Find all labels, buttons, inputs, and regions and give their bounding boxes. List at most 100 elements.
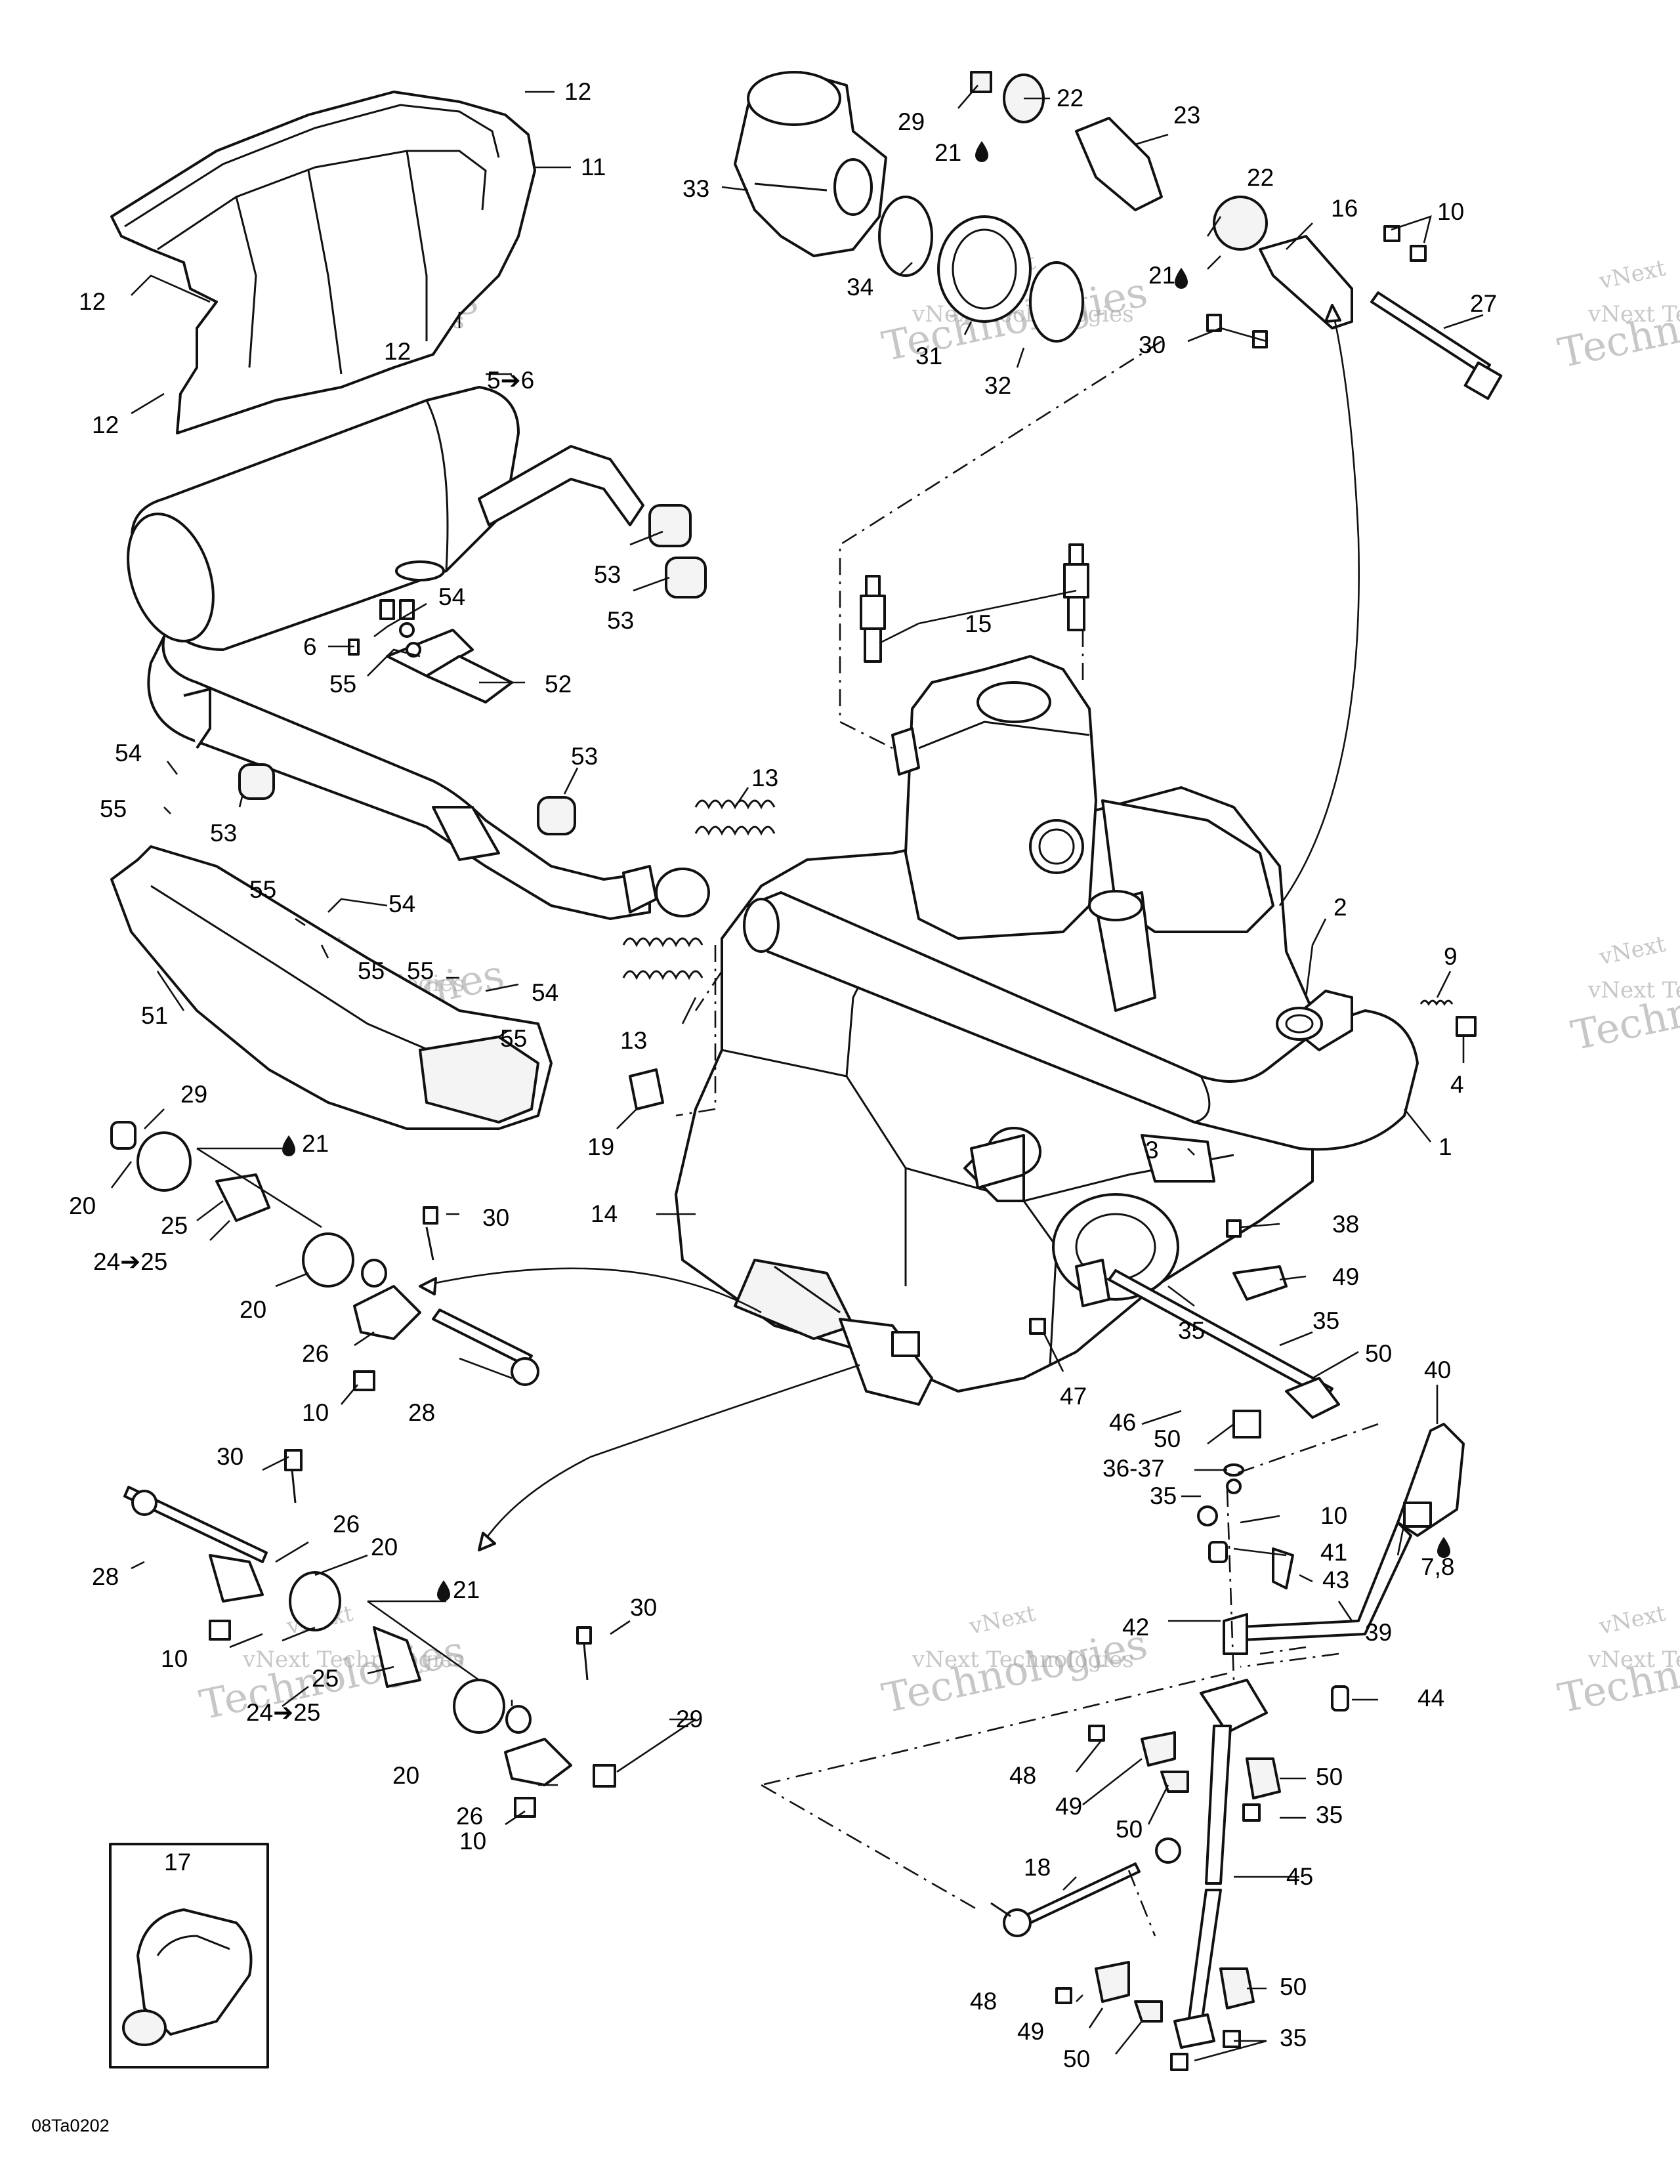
callout-12: 12 (79, 288, 106, 315)
callout-53: 53 (607, 607, 634, 634)
callout-25: 25 (312, 1665, 339, 1692)
gasket-studs (1276, 999, 1477, 1041)
callout-41: 41 (1320, 1539, 1347, 1566)
watermark-text: vNext Technologies (1587, 977, 1680, 1003)
callout-10: 10 (302, 1399, 329, 1426)
callout-21: 21 (302, 1130, 329, 1157)
callout-13: 13 (751, 765, 778, 791)
callout-55: 55 (358, 957, 385, 984)
spark-plugs (860, 543, 1089, 663)
callout-16: 16 (1331, 195, 1358, 222)
callout-21: 21 (934, 139, 961, 166)
callout-43: 43 (1322, 1566, 1349, 1593)
callout-52: 52 (545, 671, 572, 698)
muffler (127, 386, 644, 651)
callout-13: 13 (620, 1027, 647, 1054)
callout-48: 48 (1009, 1762, 1036, 1789)
callout-51: 51 (141, 1002, 168, 1029)
callout-38: 38 (1332, 1211, 1359, 1238)
callout-36-37: 36-37 (1102, 1455, 1165, 1482)
callout-44: 44 (1418, 1685, 1444, 1712)
callout-50: 50 (1154, 1425, 1181, 1452)
callout-48: 48 (970, 1988, 997, 2015)
bracket-plate (348, 599, 513, 704)
callout-24-25: 24➔25 (246, 1699, 320, 1726)
callout-54: 54 (115, 740, 142, 766)
callout-12: 12 (92, 411, 119, 438)
callout-35: 35 (1150, 1482, 1177, 1509)
callout-30: 30 (1139, 331, 1166, 358)
callout-53: 53 (571, 743, 598, 770)
callout-55: 55 (329, 671, 356, 698)
callout-35: 35 (1178, 1317, 1205, 1344)
callout-34: 34 (847, 274, 873, 301)
engine-bracket-top (1206, 225, 1503, 400)
drop-icons (282, 141, 1450, 1601)
callout-55: 55 (407, 957, 434, 984)
callout-25: 25 (161, 1212, 188, 1239)
lower-brackets (1055, 1961, 1255, 2071)
callout-21: 21 (1148, 262, 1175, 289)
callout-29: 29 (180, 1081, 207, 1108)
callout-10: 10 (1320, 1502, 1347, 1529)
link-rod (990, 1838, 1181, 1937)
callout-10: 10 (1437, 198, 1464, 225)
watermark-text: Technologies (878, 1620, 1152, 1723)
callout-26: 26 (333, 1511, 360, 1538)
callout-54: 54 (388, 891, 415, 917)
callout-50: 50 (1063, 2046, 1090, 2072)
callout-27: 27 (1470, 290, 1497, 317)
callout-33: 33 (682, 175, 709, 202)
clamp (629, 1068, 664, 1110)
callout-10: 10 (459, 1828, 486, 1855)
drop-icon (975, 141, 988, 162)
engine-mount-left (110, 1121, 539, 1391)
callout-1: 1 (1438, 1133, 1452, 1160)
callout-55: 55 (500, 1025, 527, 1052)
callout-17: 17 (164, 1849, 191, 1876)
assembly-lines (675, 340, 1379, 1937)
callout-4: 4 (1450, 1071, 1464, 1098)
callout-49: 49 (1332, 1263, 1359, 1290)
callout-2: 2 (1334, 894, 1347, 921)
watermark-text: vNext Technologies (1587, 1647, 1680, 1673)
callout-45: 45 (1286, 1863, 1313, 1890)
callout-30: 30 (630, 1594, 657, 1621)
leader-lines (110, 85, 1484, 2062)
exhaust-pipe (147, 635, 710, 920)
rubber-mounts (238, 504, 707, 835)
callout-14: 14 (591, 1200, 618, 1227)
callout-28: 28 (408, 1399, 435, 1426)
callout-50: 50 (1316, 1763, 1343, 1790)
callout-40: 40 (1424, 1356, 1451, 1383)
cylinder-top (891, 655, 1274, 1012)
callout-3: 3 (1145, 1137, 1159, 1164)
callout-55: 55 (249, 876, 276, 903)
watermark-text: vNext Technologies (912, 1647, 1134, 1673)
callout-29: 29 (676, 1706, 703, 1732)
inset-box (109, 1843, 269, 2068)
callout-30: 30 (217, 1443, 243, 1470)
callout-22: 22 (1247, 164, 1274, 191)
callout-26: 26 (302, 1340, 329, 1367)
callout-50: 50 (1365, 1340, 1392, 1367)
callout-18: 18 (1024, 1854, 1051, 1881)
callout-26: 26 (456, 1803, 483, 1830)
watermark-text: vNext Technologies (1587, 301, 1680, 327)
drop-icon (1175, 268, 1188, 289)
callout-49: 49 (1017, 2018, 1044, 2045)
drop-icon (437, 1580, 450, 1601)
callout-20: 20 (240, 1296, 266, 1323)
callout-54: 54 (532, 979, 558, 1006)
callout-46: 46 (1109, 1409, 1136, 1436)
callout-labels: 12 11 12 12 12 5➔6 29 22 23 21 33 22 16 … (69, 78, 1497, 2072)
carburetor-assembly (734, 71, 1268, 343)
callout-30: 30 (482, 1204, 509, 1231)
callout-31: 31 (915, 343, 942, 369)
drop-icon (282, 1135, 295, 1156)
callout-47: 47 (1060, 1383, 1087, 1410)
watermark-text: vNext (1597, 255, 1668, 295)
callout-35: 35 (1280, 2025, 1307, 2051)
watermark-text: vNext Technologies (242, 1647, 465, 1673)
callout-15: 15 (965, 610, 992, 637)
